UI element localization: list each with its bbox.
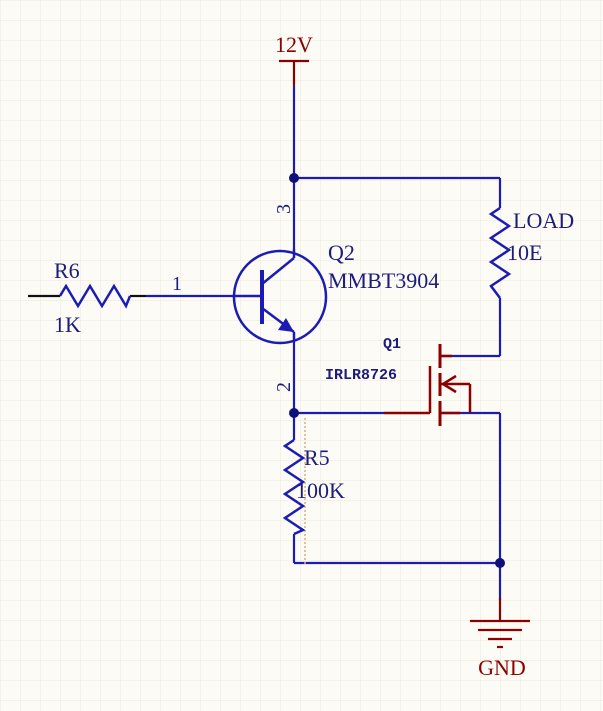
- junctions: [289, 173, 505, 568]
- resistor-r6[interactable]: R6 1K: [28, 258, 146, 337]
- r6-value: 1K: [54, 312, 81, 337]
- q2-pin-collector: 3: [273, 204, 295, 214]
- ground-symbol[interactable]: GND: [470, 598, 530, 680]
- junction-top: [289, 173, 299, 183]
- q1-designator: Q1: [383, 336, 401, 353]
- load-designator: LOAD: [513, 208, 574, 233]
- channel-arrow-icon: [440, 374, 457, 394]
- q2-value: MMBT3904: [328, 268, 439, 293]
- ground-label: GND: [478, 655, 526, 680]
- r6-designator: R6: [54, 258, 80, 283]
- q2-pin-base: 1: [172, 273, 182, 295]
- junction-emitter: [289, 408, 299, 418]
- resistor-load[interactable]: LOAD 10E: [488, 206, 574, 299]
- power-label: 12V: [275, 32, 313, 57]
- transistor-q2[interactable]: Q2 MMBT3904 1 3 2: [172, 204, 439, 392]
- q2-designator: Q2: [328, 240, 355, 265]
- q1-value: IRLR8726: [325, 367, 397, 384]
- load-value: 10E: [507, 240, 542, 265]
- resistor-r5[interactable]: R5 100K: [282, 418, 345, 566]
- emitter-arrow-icon: [278, 318, 294, 332]
- mosfet-q1[interactable]: Q1 IRLR8726: [325, 336, 472, 426]
- q2-pin-emitter: 2: [273, 382, 295, 392]
- r5-designator: R5: [304, 445, 330, 470]
- power-port-12v[interactable]: 12V: [275, 32, 313, 86]
- junction-bottom: [495, 558, 505, 568]
- r5-value: 100K: [296, 478, 345, 503]
